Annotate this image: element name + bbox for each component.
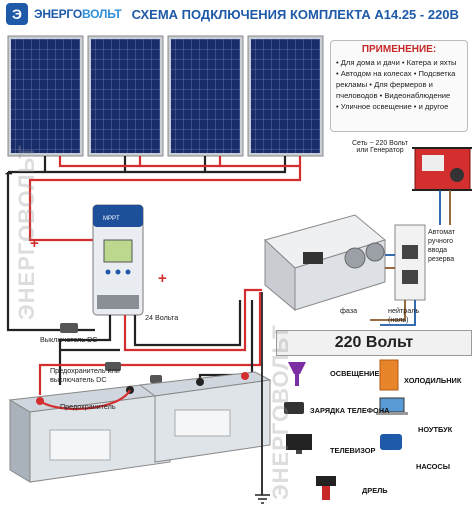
reserve-breaker <box>394 224 426 301</box>
application-line-1: • Для дома и дачи • Катера и яхты <box>336 58 457 67</box>
lamp-icon <box>288 362 306 386</box>
tv-icon <box>286 434 312 454</box>
laptop-icon <box>376 397 408 415</box>
fridge-icon <box>379 359 399 391</box>
page-title: СХЕМА ПОДКЛЮЧЕНИЯ КОМПЛЕКТА А14.25 - 220… <box>131 6 459 22</box>
appliance-tv: ТЕЛЕВИЗОР <box>330 446 376 455</box>
appliance-lighting: ОСВЕЩЕНИЕ <box>330 369 380 378</box>
appliance-fridge: ХОЛОДИЛЬНИК <box>404 376 462 385</box>
solar-panel-1 <box>7 35 84 157</box>
battery-link-wire <box>39 389 131 411</box>
appliance-icons <box>284 359 408 500</box>
controller-brand: MPPT <box>103 216 120 222</box>
mppt-controller <box>92 204 144 316</box>
application-title: ПРИМЕНЕНИЕ: <box>361 44 437 55</box>
dc-switch-icon <box>60 323 78 333</box>
watermark-1: ЭНЕРГОВОЛЬТ <box>14 144 39 320</box>
application-line-3: рекламы • Для фермеров и <box>336 80 433 89</box>
grid-generator-label: Сеть ~ 220 Вольт или Генератор <box>352 140 408 154</box>
application-line-5: • Уличное освещение • и другое <box>336 102 449 111</box>
dc-fuse-switch-icon <box>105 362 121 371</box>
application-box: ПРИМЕНЕНИЕ: • Для дома и дачи • Катера и… <box>330 40 468 132</box>
battery-2 <box>138 371 272 463</box>
appliance-pumps: НАСОСЫ <box>416 462 450 471</box>
application-line-4: пчеловодов • Видеонаблюдение <box>336 91 451 100</box>
brand-name: ЭНЕРГОВОЛЬТ <box>34 7 122 21</box>
minus-sign-main: − <box>5 166 13 181</box>
appliance-laptop: НОУТБУК <box>418 425 453 434</box>
ac-wires <box>261 190 451 495</box>
drill-icon <box>316 476 336 500</box>
generator <box>412 147 472 191</box>
fuse-or-breaker-label: Предохранитель или выключатель DC <box>50 366 120 384</box>
fuse-icon-2 <box>150 375 162 383</box>
header: Э ЭНЕРГОВОЛЬТ СХЕМА ПОДКЛЮЧЕНИЯ КОМПЛЕКТ… <box>0 0 474 28</box>
ac-output-title: 220 Вольт <box>276 330 472 356</box>
solar-panel-2 <box>87 35 164 157</box>
plus-sign-controller: + <box>158 270 167 287</box>
pump-icon <box>380 434 402 450</box>
application-line-2: • Автодом на колесах • Подсветка <box>336 69 456 78</box>
solar-panel-3 <box>167 35 244 157</box>
appliance-drill: ДРЕЛЬ <box>362 486 388 495</box>
ground-icon <box>255 494 270 504</box>
phone-charger-icon <box>284 402 304 414</box>
fuse-label: Предохранитель <box>60 402 116 411</box>
plus-sign-main: + <box>30 235 39 252</box>
logo-icon: Э <box>6 3 28 25</box>
panel-wires <box>6 156 302 332</box>
battery-1 <box>8 383 172 483</box>
neutral-label: нейтраль (ноль) <box>388 306 420 324</box>
solar-panel-4 <box>247 35 324 157</box>
appliance-phone-charging: ЗАРЯДКА ТЕЛЕФОНА <box>310 406 390 415</box>
reserve-breaker-label: Автомат ручного ввода резерва <box>428 229 456 263</box>
voltage-24-label: 24 Вольта <box>145 313 179 322</box>
phase-label: фаза <box>340 306 358 315</box>
inverter <box>264 214 387 312</box>
dc-switch-label: Выключатель DC <box>40 335 98 344</box>
watermark-2: ЭНЕРГОВОЛЬТ <box>268 324 293 500</box>
